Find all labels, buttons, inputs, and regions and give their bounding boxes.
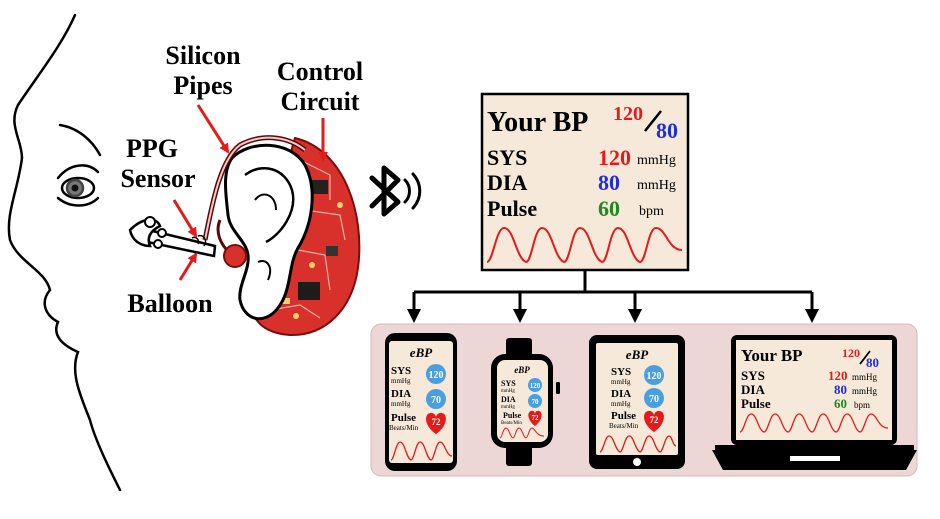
laptop-sys-unit: mmHg (852, 372, 878, 382)
laptop-sys-frac: 120 (842, 346, 860, 360)
watch-sys-unit: mmHg (501, 389, 515, 394)
label-circuit: Circuit (281, 87, 360, 116)
watch-dia-unit: mmHg (501, 405, 515, 410)
main-bp-display: Your BP 120 80 SYS 120 mmHg DIA 80 mmHg … (480, 92, 690, 272)
phone-dia-label: DIA (391, 388, 411, 400)
face-profile-icon (7, 13, 122, 492)
main-dia-frac: 80 (656, 118, 678, 143)
label-balloon: Balloon (127, 289, 213, 318)
main-pulse-unit: bpm (639, 204, 664, 219)
distribution-arrows (407, 270, 819, 323)
laptop-title: Your BP (741, 346, 803, 365)
main-sys-value: 120 (598, 145, 631, 170)
bluetooth-icon (369, 165, 422, 217)
tablet-device: eBP SYS mmHg 120 DIA mmHg 70 Pulse Beats… (589, 335, 685, 469)
main-pulse-label: Pulse (487, 196, 537, 221)
laptop-device: Your BP 120 80 SYS 120 mmHg DIA 80 mmHg … (712, 335, 917, 470)
tablet-sys-value: 120 (647, 371, 662, 382)
laptop-dia-label: DIA (741, 382, 765, 397)
tablet-dia-unit: mmHg (611, 400, 631, 408)
balloon-probe-icon (128, 216, 247, 268)
phone-heart-icon (426, 412, 446, 434)
label-pipes: Pipes (173, 71, 232, 100)
phone-sys-unit: mmHg (391, 377, 411, 385)
tablet-ppg-waveform (599, 435, 677, 453)
label-sensor: Sensor (120, 164, 195, 193)
laptop-pulse-unit: bpm (854, 400, 870, 410)
laptop-dia-frac: 80 (866, 355, 879, 370)
laptop-pulse-label: Pulse (741, 396, 771, 411)
laptop-dia-value: 80 (834, 382, 847, 397)
main-dia-label: DIA (487, 170, 527, 195)
watch-ppg-waveform (499, 427, 545, 439)
watch-app-title: eBP (514, 365, 530, 375)
main-dia-unit: mmHg (637, 178, 676, 193)
laptop-dia-unit: mmHg (852, 386, 878, 396)
watch-heart-icon (528, 410, 542, 426)
main-dia-value: 80 (598, 170, 620, 195)
tablet-heart-icon (644, 410, 664, 432)
watch-sys-value: 120 (530, 382, 541, 390)
main-pulse-value: 60 (598, 196, 620, 221)
watch-pulse-unit: Beats/Min (501, 421, 522, 426)
label-silicon: Silicon (165, 41, 241, 70)
laptop-sys-value: 120 (828, 368, 848, 383)
smartwatch-device: eBP SYS mmHg 120 DIA mmHg 70 Pulse Beats… (491, 338, 560, 466)
phone-ppg-waveform (390, 441, 453, 461)
phone-dia-unit: mmHg (391, 400, 411, 408)
tablet-app-title: eBP (626, 347, 649, 362)
tablet-dia-label: DIA (611, 388, 631, 400)
tablet-pulse-unit: Beats/Min (609, 422, 639, 430)
phone-sys-value: 120 (429, 370, 444, 381)
tablet-home-button (633, 458, 641, 466)
phone-pulse-unit: Beats/Min (389, 424, 419, 432)
red-label-arrows (172, 104, 328, 281)
watch-dia-value: 70 (532, 398, 540, 406)
phone-dia-value: 70 (431, 395, 441, 406)
watch-pulse-value: 72 (532, 414, 540, 422)
phone-sys-label: SYS (391, 365, 411, 377)
main-sys-frac: 120 (613, 103, 643, 125)
tablet-pulse-value: 72 (650, 415, 660, 425)
laptop-sys-label: SYS (741, 368, 765, 383)
main-sys-unit: mmHg (637, 153, 676, 168)
tablet-sys-unit: mmHg (611, 378, 631, 386)
watch-pulse-label: Pulse (503, 411, 522, 420)
phone-device: eBP SYS mmHg 120 DIA mmHg 70 Pulse Beats… (385, 333, 457, 471)
tablet-pulse-label: Pulse (611, 410, 636, 422)
main-title: Your BP (487, 107, 588, 138)
label-ppg: PPG (126, 134, 178, 163)
watch-dia-label: DIA (501, 395, 516, 404)
tablet-sys-label: SYS (611, 366, 631, 378)
phone-app-title: eBP (410, 345, 433, 360)
ear-icon (224, 143, 314, 321)
phone-pulse-value: 72 (432, 417, 442, 427)
laptop-ppg-waveform (739, 413, 889, 433)
watch-sys-label: SYS (501, 379, 516, 388)
main-sys-label: SYS (487, 145, 527, 170)
tablet-dia-value: 70 (649, 394, 659, 405)
label-control: Control (277, 57, 363, 86)
laptop-pulse-value: 60 (834, 396, 847, 411)
laptop-trackpad (790, 456, 840, 461)
diagram-labels: Silicon Pipes Control Circuit PPG Sensor… (120, 41, 363, 318)
main-ppg-waveform (486, 226, 683, 264)
phone-pulse-label: Pulse (391, 412, 416, 424)
